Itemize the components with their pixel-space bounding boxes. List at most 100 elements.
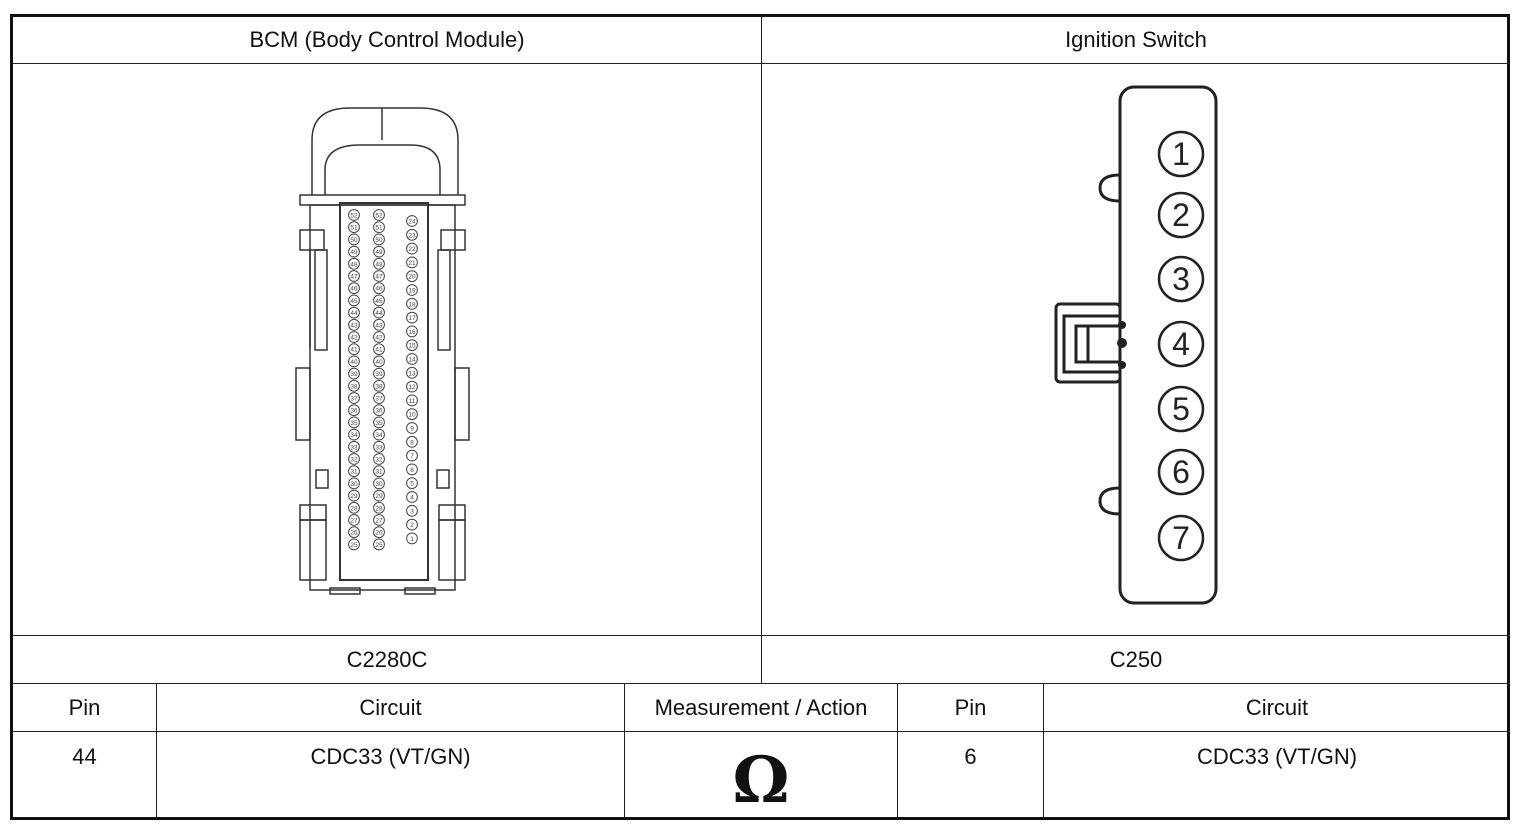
- divider: [156, 683, 157, 817]
- bcm-pin-label: 38: [375, 383, 383, 390]
- bcm-pin: [373, 257, 385, 270]
- ignition-pin: [1157, 255, 1205, 303]
- bcm-pin-label: 1: [410, 536, 414, 543]
- bcm-pin: [373, 355, 385, 368]
- bcm-pin-label: 6: [410, 467, 414, 474]
- bcm-pin: [348, 257, 360, 270]
- bcm-pin-label: 8: [410, 439, 414, 446]
- bcm-pin: [348, 538, 360, 551]
- bcm-pin: [373, 245, 385, 258]
- bcm-pin-label: 52: [350, 213, 358, 220]
- bcm-pin: [373, 221, 385, 234]
- bcm-pin-label: 29: [375, 493, 383, 500]
- bcm-pin-label: 32: [350, 457, 358, 464]
- bcm-pin-label: 42: [350, 335, 358, 342]
- bcm-pin-label: 35: [375, 420, 383, 427]
- bcm-pin: [406, 477, 418, 490]
- ohm-symbol: Ω: [732, 743, 790, 818]
- bcm-pin-label: 37: [375, 396, 383, 403]
- bcm-pin-label: 52: [375, 213, 383, 220]
- bcm-pin: [373, 440, 385, 453]
- bcm-pin: [373, 209, 385, 221]
- bcm-pin: [406, 435, 418, 448]
- bcm-pin: [348, 465, 360, 478]
- bcm-pin: [373, 294, 385, 307]
- bcm-pin: [406, 297, 418, 310]
- header-pin: Pin: [954, 694, 987, 720]
- bcm-pin-label: 48: [350, 261, 358, 268]
- header-circuit: Circuit: [1245, 694, 1309, 720]
- bcm-pin-label: 50: [350, 237, 358, 244]
- bcm-pin-label: 51: [375, 225, 383, 232]
- bcm-pin-label: 13: [408, 370, 416, 377]
- bcm-pin-label: 41: [350, 347, 358, 354]
- bcm-pin: [348, 440, 360, 453]
- bcm-pin-label: 22: [408, 246, 416, 253]
- ignition-pin-label: 7: [1172, 520, 1190, 556]
- bcm-pin: [373, 318, 385, 331]
- bcm-pin: [373, 270, 385, 282]
- bcm-pin-label: 25: [375, 542, 383, 549]
- bcm-pin: [373, 514, 385, 526]
- bcm-pin: [406, 380, 418, 393]
- header-measurement: Measurement / Action: [654, 694, 868, 720]
- row-pin-a: 44: [72, 744, 97, 769]
- bcm-pin: [348, 245, 360, 258]
- bcm-pin-label: 39: [350, 371, 358, 378]
- bcm-pin: [348, 318, 360, 331]
- bcm-pin: [348, 209, 360, 221]
- bcm-pin-label: 26: [375, 530, 383, 537]
- bcm-pin: [348, 392, 360, 404]
- bcm-pin: [373, 489, 385, 502]
- bcm-pin-label: 36: [350, 408, 358, 415]
- bcm-pin-label: 25: [350, 542, 358, 549]
- bcm-pin: [348, 367, 360, 380]
- bcm-pin-label: 48: [375, 261, 383, 268]
- bcm-pin-label: 39: [375, 371, 383, 378]
- bcm-pin-label: 50: [375, 237, 383, 244]
- connector-test-table: [10, 14, 1510, 820]
- bcm-pin: [406, 284, 418, 296]
- bcm-pin: [348, 501, 360, 514]
- bcm-pin-label: 3: [410, 508, 414, 515]
- bcm-pin: [348, 379, 360, 392]
- divider: [897, 683, 898, 817]
- bcm-pin: [373, 343, 385, 356]
- bcm-pin: [406, 394, 418, 407]
- bcm-pin-label: 10: [408, 412, 416, 419]
- bcm-pin: [373, 404, 385, 417]
- bcm-pin: [373, 379, 385, 392]
- bcm-pin: [348, 526, 360, 539]
- bcm-pin: [406, 215, 418, 227]
- bcm-pin: [406, 518, 418, 531]
- bcm-pin: [373, 392, 385, 404]
- bcm-pin-label: 11: [409, 398, 416, 405]
- header-circuit: Circuit: [359, 694, 422, 720]
- bcm-pin-label: 43: [375, 322, 383, 329]
- bcm-pin-label: 31: [375, 469, 383, 476]
- bcm-pin-label: 4: [410, 495, 414, 502]
- bcm-pin-label: 23: [408, 232, 416, 239]
- bcm-connector-id: C2280C: [346, 646, 428, 672]
- bcm-pin: [348, 416, 360, 429]
- bcm-pin: [348, 270, 360, 282]
- bcm-pin: [406, 408, 418, 421]
- bcm-pin-label: 34: [375, 432, 383, 439]
- bcm-pin: [348, 306, 360, 319]
- bcm-pin-label: 35: [350, 420, 358, 427]
- bcm-pin: [348, 331, 360, 343]
- bcm-pin-label: 27: [375, 518, 383, 525]
- ignition-pin-label: 3: [1172, 261, 1190, 297]
- bcm-pin-label: 46: [350, 286, 358, 293]
- bcm-pin-label: 37: [350, 396, 358, 403]
- divider: [624, 683, 625, 817]
- bcm-pin-label: 46: [375, 286, 383, 293]
- bcm-connector-diagram: 5251504948474645444342414039383736353433…: [295, 107, 470, 595]
- bcm-pin: [406, 325, 418, 338]
- ignition-pin: [1157, 320, 1205, 368]
- ignition-pin-label: 2: [1172, 197, 1190, 233]
- bcm-pin-label: 29: [350, 493, 358, 500]
- bcm-pin: [348, 477, 360, 490]
- bcm-pin-label: 33: [375, 444, 383, 451]
- bcm-pin-label: 15: [408, 343, 416, 350]
